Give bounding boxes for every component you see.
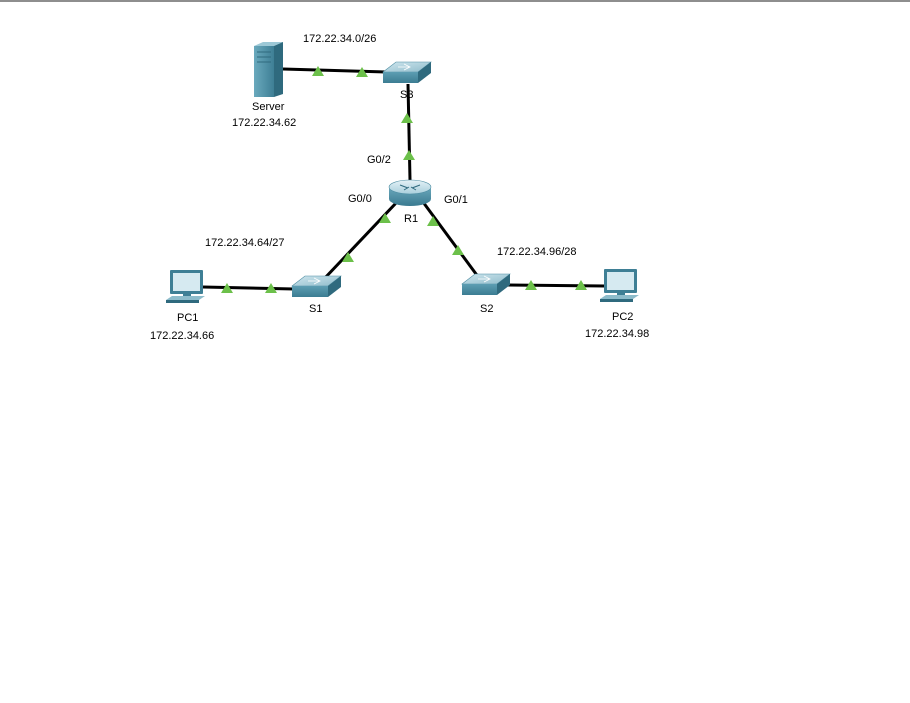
link-r1-s1[interactable] [321,200,399,282]
link-up-indicator-icon [221,283,233,293]
link-up-indicator-icon [379,213,391,223]
link-up-indicator-icon [427,216,439,226]
switch-icon [461,273,511,295]
link-up-indicator-icon [342,252,354,262]
link-up-indicator-icon [575,280,587,290]
switch-s1[interactable]: S1 [291,275,342,315]
router-r1[interactable]: R1 [388,179,432,225]
subnet-label-pc2-net: 172.22.34.96/28 [497,246,577,258]
switch-s2[interactable]: S2 [461,273,511,315]
switch-icon [291,275,342,297]
interface-label-g0-0: G0/0 [348,193,372,205]
link-server-s3[interactable] [282,67,388,74]
link-r1-s2[interactable] [421,201,481,279]
s2-name-label: S2 [480,303,493,315]
server-ip-label: 172.22.34.62 [232,117,296,129]
link-up-indicator-icon [525,280,537,290]
pc1-name-label: PC1 [177,312,198,324]
link-pc1-s1[interactable] [202,285,295,291]
pc-pc2[interactable]: PC2 172.22.34.98 [585,269,649,340]
pc-pc1[interactable]: PC1 172.22.34.66 [150,270,214,342]
s1-name-label: S1 [309,303,322,315]
link-up-indicator-icon [452,245,464,255]
interface-label-g0-1: G0/1 [444,194,468,206]
link-up-indicator-icon [265,283,277,293]
r1-name-label: R1 [404,213,418,225]
server-name-label: Server [252,101,285,113]
router-icon [388,179,432,206]
link-up-indicator-icon [312,66,324,76]
pc2-name-label: PC2 [612,311,633,323]
link-status-indicators [221,66,587,293]
subnet-label-server-net: 172.22.34.0/26 [303,33,376,45]
switch-s3[interactable]: S3 [382,61,432,101]
link-up-indicator-icon [403,150,415,160]
link-up-indicator-icon [401,113,413,123]
link-s2-pc2[interactable] [507,283,606,288]
link-s3-r1[interactable] [406,83,412,181]
server-device[interactable]: Server 172.22.34.62 [232,42,296,129]
window-top-border [0,0,910,2]
switch-icon [382,61,432,83]
pc-icon [600,269,639,302]
pc1-ip-label: 172.22.34.66 [150,330,214,342]
subnet-label-pc1-net: 172.22.34.64/27 [205,237,285,249]
link-up-indicator-icon [356,67,368,77]
interface-label-g0-2: G0/2 [367,154,391,166]
pc-icon [166,270,205,303]
server-icon [254,42,283,97]
pc2-ip-label: 172.22.34.98 [585,328,649,340]
s3-name-label: S3 [400,89,413,101]
